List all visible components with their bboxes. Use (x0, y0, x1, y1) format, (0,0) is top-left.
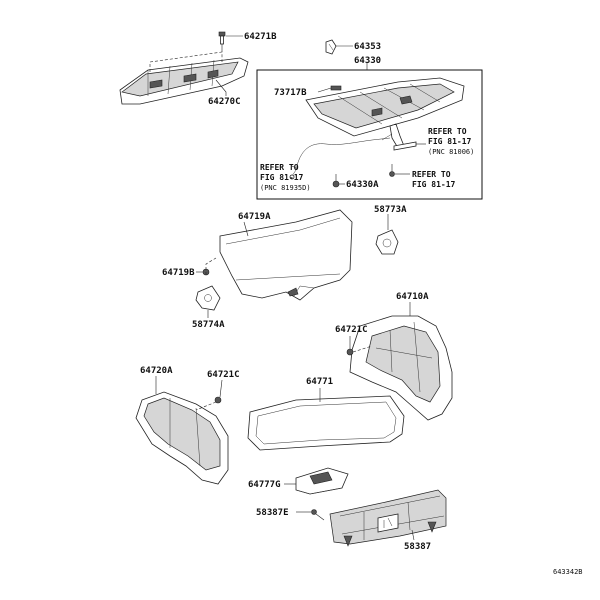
ref-left-line1: REFER TO (260, 163, 299, 172)
ref-left-line2: FIG 81-17 (260, 173, 304, 182)
label-64710A: 64710A (396, 292, 429, 302)
label-64720A: 64720A (140, 366, 173, 376)
ref-right-upper-line3: (PNC 81006) (428, 148, 474, 156)
part-64710A-side-trim (349, 315, 453, 421)
ref-right-lower-line1: REFER TO (412, 170, 451, 179)
part-64777G-tool-block (295, 467, 349, 495)
part-64353-icon (325, 39, 337, 55)
label-64353: 64353 (354, 42, 381, 52)
fastener-64330A-icon (332, 174, 340, 188)
label-58774A: 58774A (192, 320, 225, 330)
catalog-number: 643342B (553, 568, 583, 576)
label-73717B: 73717B (274, 88, 307, 98)
label-64771: 64771 (306, 377, 333, 387)
label-58773A: 58773A (374, 205, 407, 215)
clip-73717B-icon (330, 85, 342, 91)
part-64719A-lid-cover (219, 209, 353, 301)
clip-64271B-icon (218, 31, 226, 45)
ref-right-upper-line2: FIG 81-17 (428, 137, 472, 146)
clip-64721C-left-icon (195, 396, 222, 411)
label-58387E: 58387E (256, 508, 289, 518)
ref-left-line3: (PNC 81935D) (260, 184, 311, 192)
label-64330A: 64330A (346, 180, 379, 190)
label-64271B: 64271B (244, 32, 277, 42)
part-64720A-side-trim (135, 391, 229, 485)
label-64721C-right: 64721C (335, 325, 368, 335)
part-58773A-bracket (375, 229, 399, 255)
part-64330-lid-panel (305, 77, 465, 149)
part-64771-floor-mat (247, 395, 405, 451)
part-64270C-tray-trim (119, 57, 249, 105)
label-64777G: 64777G (248, 480, 281, 490)
label-64721C-left: 64721C (207, 370, 240, 380)
label-64270C: 64270C (208, 97, 241, 107)
label-58387: 58387 (404, 542, 431, 552)
part-58774A-bracket (195, 285, 221, 311)
ref-right-lower-line2: FIG 81-17 (412, 180, 456, 189)
part-58387-rear-panel-trim (329, 489, 447, 547)
label-64719B: 64719B (162, 268, 195, 278)
clip-64719B-icon (202, 257, 217, 276)
label-64719A: 64719A (238, 212, 271, 222)
label-64330: 64330 (354, 56, 381, 66)
group-box-64330 (256, 69, 483, 200)
clip-58387E-icon (311, 509, 325, 521)
ref-right-upper-line1: REFER TO (428, 127, 467, 136)
